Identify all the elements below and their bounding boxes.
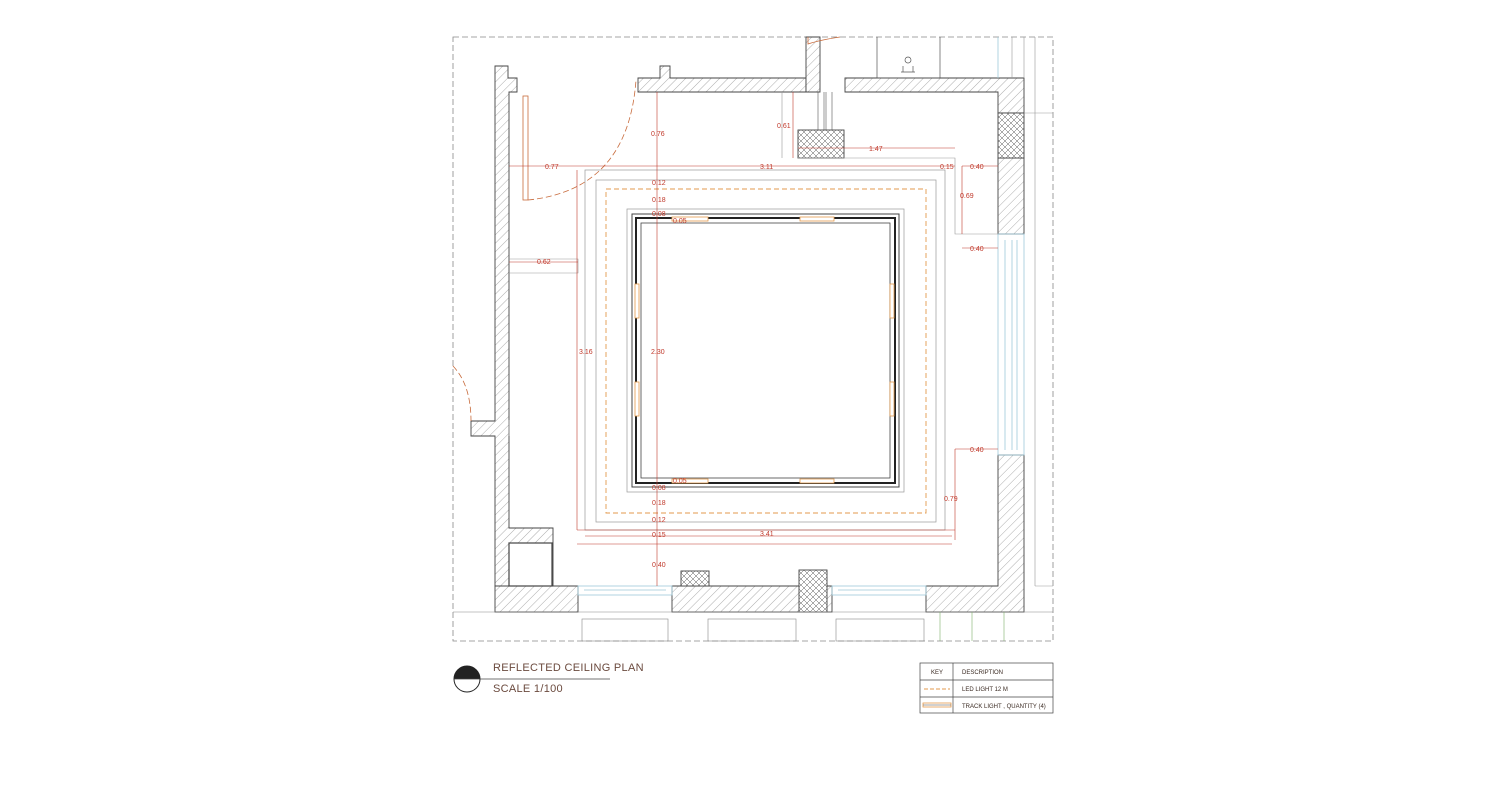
dim-label: 0.62	[537, 259, 551, 266]
description-header: DESCRIPTION	[962, 670, 1003, 676]
dim-label: 1.47	[869, 146, 883, 153]
column-right	[997, 112, 1025, 159]
dim-label: 3.41	[760, 531, 774, 538]
dim-label: 0.15	[652, 532, 666, 539]
key-table: KEY DESCRIPTION LED LIGHT 12 M TRACK LIG…	[919, 662, 1054, 714]
dim-label: 0.18	[652, 197, 666, 204]
dim-label: 3.11	[760, 164, 773, 171]
dim-label: 0.40	[970, 164, 984, 171]
column-stub	[817, 92, 833, 130]
interior-lines	[508, 92, 998, 436]
ceiling-layers	[584, 169, 946, 531]
dim-label: 0.18	[652, 500, 666, 507]
garden-lines	[939, 612, 1005, 641]
sink-fixture	[876, 37, 941, 79]
dim-label: 0.12	[652, 517, 666, 524]
drawing-title: REFLECTED CEILING PLAN	[493, 662, 644, 674]
column-bottom	[798, 569, 828, 613]
dim-label: 0.40	[970, 447, 984, 454]
dim-label: 2.30	[651, 349, 665, 356]
dim-label: 0.40	[970, 246, 984, 253]
dim-label: 0.08	[652, 485, 666, 492]
bottom-wall	[494, 585, 579, 613]
section-marker-fill	[454, 666, 480, 679]
dim-label: 0.08	[652, 211, 666, 218]
dim-label: 3.16	[579, 349, 593, 356]
drawing-scale: SCALE 1/100	[493, 683, 563, 695]
track-light-icon	[922, 702, 952, 708]
top-column	[805, 36, 821, 93]
shaft-box	[508, 542, 553, 587]
dim-label: 0.76	[651, 131, 665, 138]
led-strip	[605, 188, 927, 514]
windows	[577, 37, 1025, 596]
duct-box	[680, 570, 710, 587]
left-wall	[470, 65, 554, 587]
column-top	[797, 129, 845, 159]
key-row-description: LED LIGHT 12 M	[962, 687, 1008, 693]
dim-label: 0.69	[960, 193, 974, 200]
right-wall-mid	[997, 157, 1025, 235]
track-lights	[634, 216, 895, 484]
dim-label: 0.61	[777, 123, 791, 130]
key-row-description: TRACK LIGHT , QUANTITY (4)	[962, 704, 1046, 710]
dimension-lines	[509, 92, 998, 586]
dim-label: 0.77	[545, 164, 559, 171]
dim-label: 0.15	[940, 164, 954, 171]
dim-label: 0.05	[673, 218, 687, 225]
exterior-boxes	[453, 611, 1053, 642]
right-wall	[925, 454, 1025, 613]
top-wall-right	[844, 77, 1025, 114]
exterior-lines	[1011, 37, 1053, 587]
dim-label: 0.79	[944, 496, 958, 503]
dimension-labels: 0.76 0.77 3.11 0.15 0.40 0.69 0.40 0.61 …	[537, 123, 984, 569]
dim-label: 0.05	[673, 478, 687, 485]
top-wall	[637, 65, 807, 93]
key-header: KEY	[931, 670, 943, 676]
dim-label: 0.12	[652, 180, 666, 187]
doors	[452, 36, 841, 422]
walls	[470, 36, 1025, 613]
dim-label: 0.40	[652, 562, 666, 569]
title-block: REFLECTED CEILING PLAN SCALE 1/100	[453, 662, 644, 695]
